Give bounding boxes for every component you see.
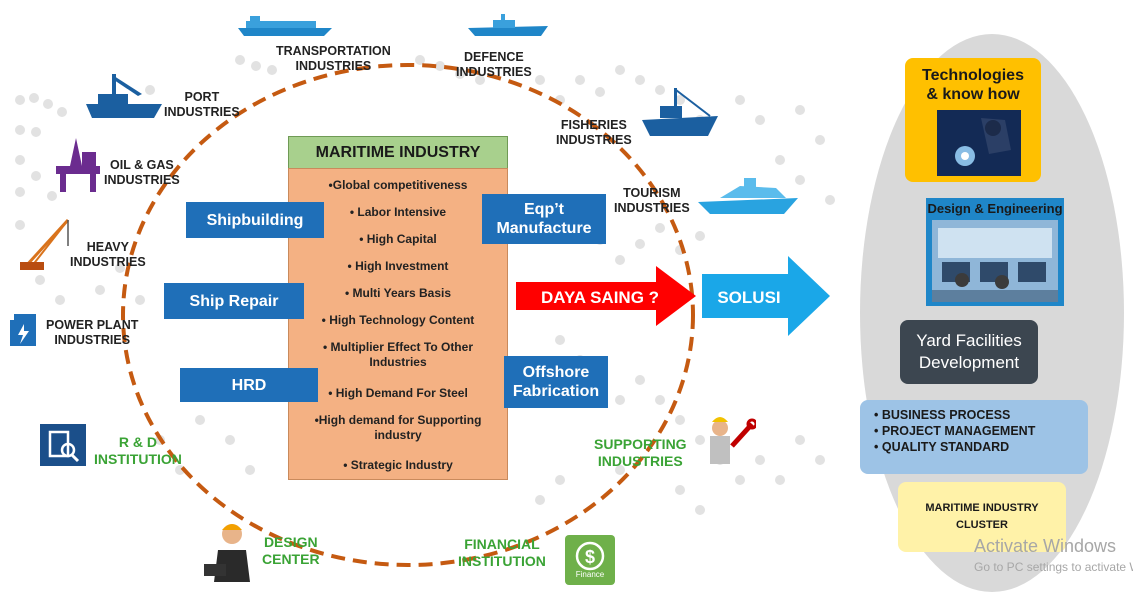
cluster-box: MARITIME INDUSTRY CLUSTER [898, 482, 1066, 552]
label-supporting: SUPPORTING INDUSTRIES [594, 436, 687, 469]
sector-hrd: HRD [180, 368, 318, 402]
technologies-box: Technologies & know how [905, 58, 1041, 182]
design-engineering-box: Design & Engineering [926, 198, 1064, 306]
label-port: PORT INDUSTRIES [164, 90, 240, 119]
label-transportation: TRANSPORTATION INDUSTRIES [276, 44, 391, 73]
yacht-icon [698, 178, 798, 214]
process-item-text: PROJECT MANAGEMENT [881, 424, 1036, 438]
solusi-text: SOLUSI [717, 288, 781, 307]
process-item-business: • BUSINESS PROCESS [874, 408, 1011, 422]
maritime-industry-list: •Global competitiveness • Labor Intensiv… [288, 168, 508, 480]
power-plant-icon [10, 314, 36, 346]
svg-text:$: $ [585, 547, 595, 567]
maritime-item: • High Demand For Steel [328, 386, 468, 400]
worker-tools-icon [710, 417, 756, 464]
fishing-boat-icon [642, 88, 718, 136]
label-fisheries: FISHERIES INDUSTRIES [556, 118, 632, 147]
maritime-item: • Strategic Industry [343, 458, 453, 472]
finance-icon: $ [565, 535, 615, 585]
daya-saing-arrow [516, 266, 696, 326]
label-oil-gas: OIL & GAS INDUSTRIES [104, 158, 180, 187]
process-item-text: QUALITY STANDARD [881, 440, 1010, 454]
maritime-item: • Labor Intensive [349, 205, 447, 219]
process-item-project: • PROJECT MANAGEMENT [874, 424, 1036, 438]
activate-windows-subtitle: Go to PC settings to activate Windows. [974, 560, 1133, 574]
label-financial: FINANCIAL INSTITUTION [458, 536, 546, 569]
designer-icon [204, 524, 250, 582]
label-power-plant: POWER PLANT INDUSTRIES [46, 318, 139, 347]
transport-ship-icon [238, 16, 332, 36]
maritime-item: • Multi Years Basis [344, 286, 452, 300]
maritime-item: • High Investment [347, 259, 449, 273]
sector-offshore-fabrication: Offshore Fabrication [504, 356, 608, 408]
maritime-item: • Multiplier Effect To Other Industries [323, 340, 473, 369]
maritime-industry-title: MARITIME INDUSTRY [288, 136, 508, 170]
label-tourism: TOURISM INDUSTRIES [614, 186, 690, 215]
defence-ship-icon [468, 14, 548, 36]
label-design-center: DESIGN CENTER [262, 534, 320, 567]
maritime-item: •Global competitiveness [328, 178, 468, 192]
daya-saing-text: DAYA SAING ? [540, 288, 660, 307]
finance-icon-label: Finance [575, 570, 605, 579]
yard-facilities-box: Yard Facilities Development [900, 320, 1038, 384]
label-rd-institution: R & D INSTITUTION [94, 434, 182, 467]
process-box: • BUSINESS PROCESS • PROJECT MANAGEMENT … [860, 400, 1088, 474]
design-engineering-label: Design & Engineering [927, 201, 1063, 216]
crane-icon [20, 218, 70, 270]
technologies-label: Technologies & know how [922, 67, 1024, 103]
maritime-item: • High Capital [359, 232, 437, 246]
process-item-quality: • QUALITY STANDARD [874, 440, 1010, 454]
yard-facilities-label: Yard Facilities Development [916, 331, 1022, 372]
research-icon [40, 424, 86, 466]
port-ship-icon [86, 74, 162, 118]
oil-rig-icon [56, 138, 100, 192]
maritime-item: •High demand for Supporting industry [314, 413, 482, 442]
solusi-arrow [702, 256, 830, 336]
sector-ship-repair: Ship Repair [164, 283, 304, 319]
sector-eqpt-manufacture: Eqp’t Manufacture [482, 194, 606, 244]
maritime-item: • High Technology Content [321, 313, 475, 327]
activate-windows-title: Activate Windows [974, 536, 1117, 556]
label-defence: DEFENCE INDUSTRIES [456, 50, 532, 79]
process-item-text: BUSINESS PROCESS [881, 408, 1011, 422]
welder-image [937, 110, 1021, 176]
cluster-label: MARITIME INDUSTRY CLUSTER [925, 502, 1039, 531]
engineers-image [932, 220, 1058, 302]
label-heavy: HEAVY INDUSTRIES [70, 240, 146, 269]
sector-shipbuilding: Shipbuilding [186, 202, 324, 238]
